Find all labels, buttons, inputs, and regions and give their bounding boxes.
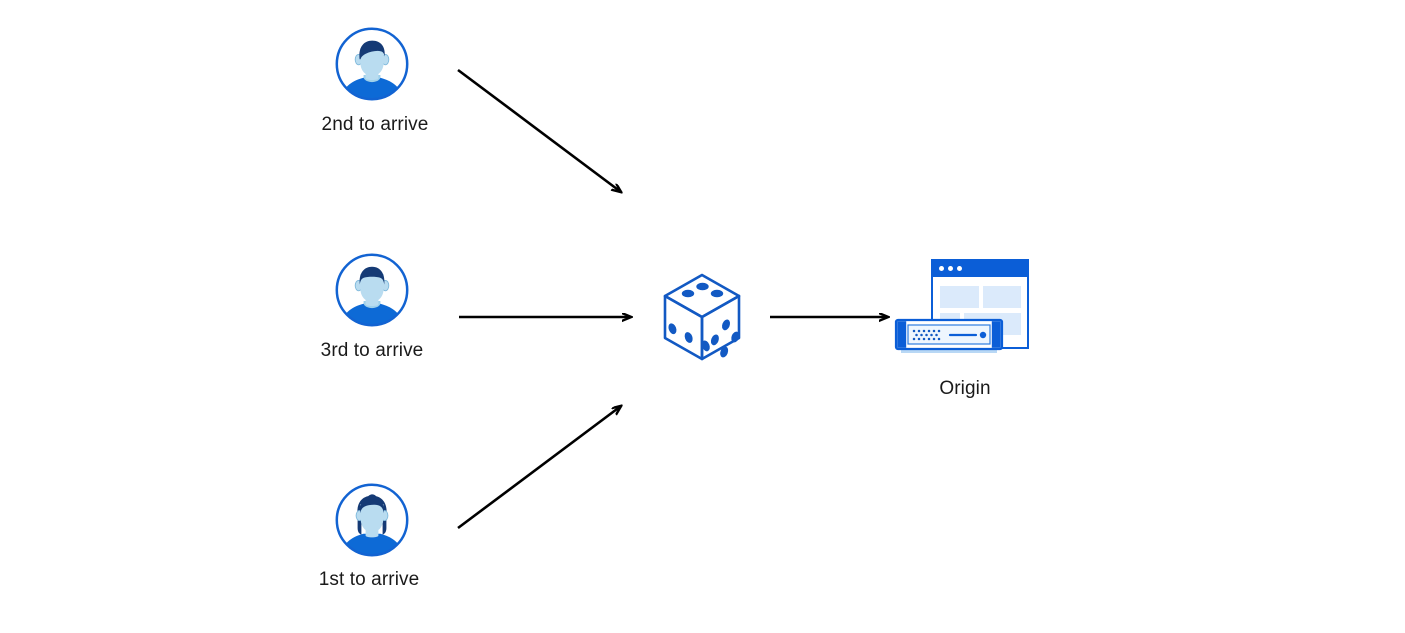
node-label-client-1st: 1st to arrive — [318, 569, 420, 590]
user-avatar-short-hair-icon — [335, 27, 409, 101]
origin-server-icon — [894, 259, 1029, 353]
user-avatar-short-hair-icon — [335, 253, 409, 327]
node-label-client-2nd: 2nd to arrive — [321, 114, 429, 135]
user-avatar-long-hair-icon — [335, 483, 409, 557]
arrow-1st-to-dice — [457, 406, 621, 530]
dice-icon — [663, 273, 741, 361]
node-label-origin: Origin — [939, 378, 991, 399]
router-appliance-icon — [894, 318, 1004, 353]
node-client-1st[interactable] — [334, 482, 410, 558]
node-load-balancer[interactable] — [661, 271, 743, 363]
node-client-2nd[interactable] — [334, 26, 410, 102]
node-label-client-3rd: 3rd to arrive — [320, 340, 424, 361]
node-origin[interactable] — [890, 256, 1040, 366]
node-client-3rd[interactable] — [334, 252, 410, 328]
